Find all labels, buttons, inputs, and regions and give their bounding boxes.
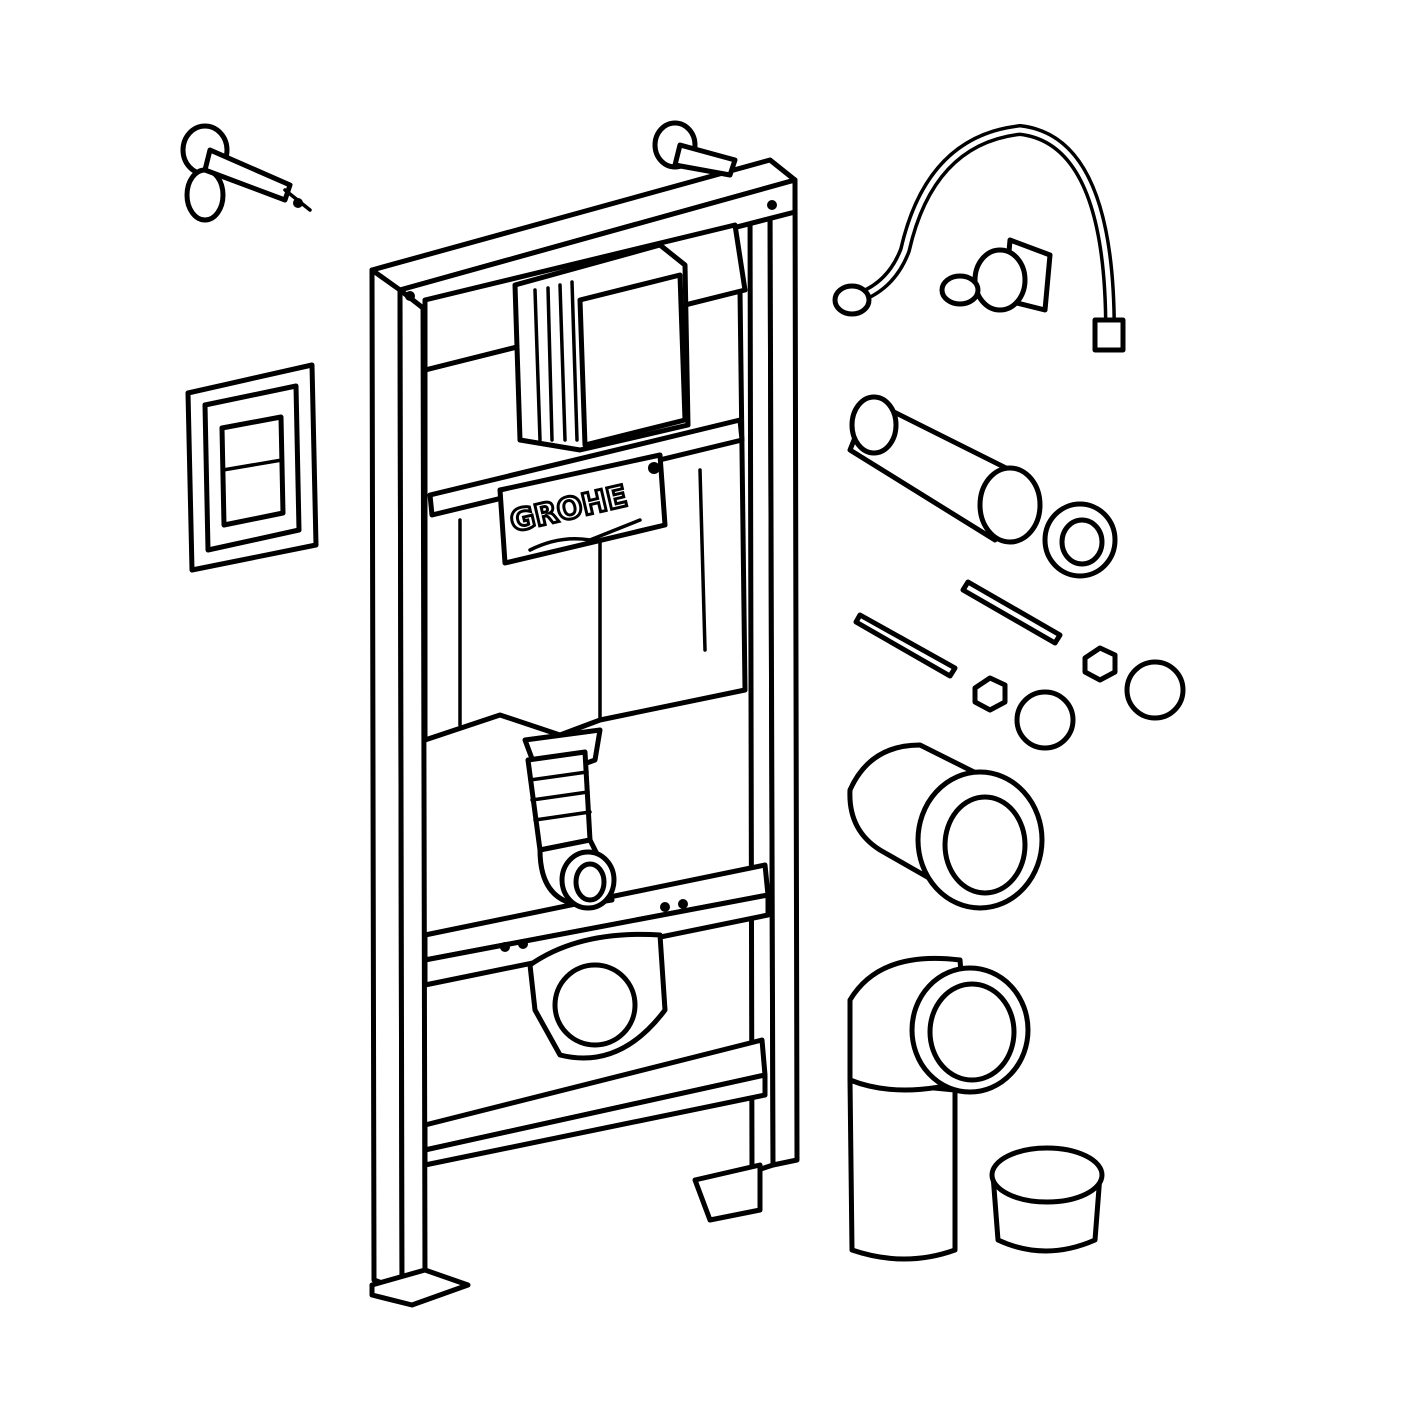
flush-pipe [847,394,1043,545]
end-cap [989,1145,1105,1254]
wall-anchor-bracket [180,123,312,223]
nuts [972,645,1118,713]
flush-plate [185,362,319,573]
brand-logo-plate: GROHE [497,452,668,566]
angle-valve [939,237,1053,313]
pipe-seal [1042,501,1118,579]
toilet-connector [847,742,1045,911]
installation-frame [369,120,800,1308]
cistern: GROHE [422,222,748,1061]
drain-elbow [847,955,1031,1262]
cap-nuts [1014,659,1186,751]
threaded-studs [853,579,1063,679]
water-supply-hose [832,124,1126,353]
